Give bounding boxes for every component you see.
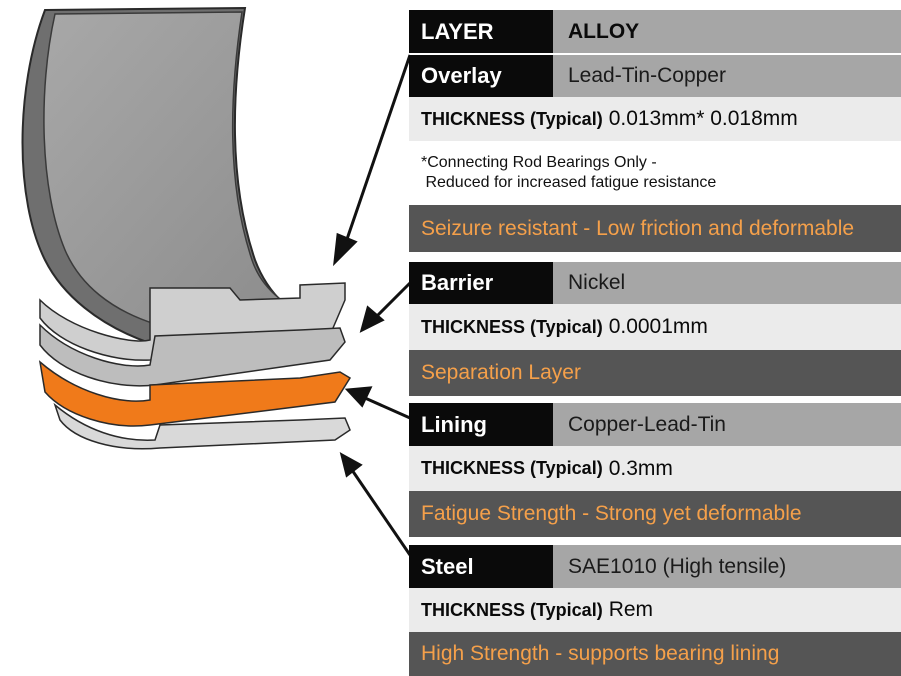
- alloy-column-header: ALLOY: [553, 10, 901, 53]
- section-divider: [409, 252, 901, 257]
- steel-name-row: Steel SAE1010 (High tensile): [409, 545, 901, 588]
- steel-description: High Strength - supports bearing lining: [409, 632, 901, 676]
- lining-thickness-label: THICKNESS (Typical): [421, 458, 603, 478]
- overlay-thickness-label: THICKNESS (Typical): [421, 108, 603, 129]
- barrier-name-row: Barrier Nickel: [409, 262, 901, 304]
- lining-layer-label: Lining: [409, 403, 553, 446]
- overlay-alloy-value: Lead-Tin-Copper: [553, 55, 901, 97]
- overlay-note: *Connecting Rod Bearings Only - Reduced …: [409, 141, 901, 205]
- overlay-description: Seizure resistant - Low friction and def…: [409, 205, 901, 252]
- barrier-thickness-value: 0.0001mm: [608, 315, 708, 338]
- lining-thickness-row: THICKNESS (Typical) 0.3mm: [409, 446, 901, 491]
- steel-thickness-row: THICKNESS (Typical) Rem: [409, 588, 901, 632]
- lining-layer-strip: [38, 360, 352, 427]
- barrier-alloy-value: Nickel: [553, 262, 901, 304]
- barrier-layer-label: Barrier: [409, 262, 553, 304]
- lining-name-row: Lining Copper-Lead-Tin: [409, 403, 901, 446]
- lining-arrowhead: [344, 386, 373, 408]
- barrier-pointer-arrow: [373, 281, 412, 320]
- layer-column-header: LAYER: [409, 10, 553, 53]
- overlay-name-row: Overlay Lead-Tin-Copper: [409, 55, 901, 97]
- overlay-layer-label: Overlay: [409, 55, 553, 97]
- lining-description: Fatigue Strength - Strong yet deformable: [409, 491, 901, 537]
- barrier-arrowhead: [359, 305, 385, 333]
- steel-layer-strip: [53, 402, 351, 450]
- overlay-arrowhead: [333, 232, 358, 267]
- lining-thickness-value: 0.3mm: [608, 456, 673, 480]
- lining-pointer-arrow: [364, 396, 411, 420]
- barrier-thickness-row: THICKNESS (Typical) 0.0001mm: [409, 304, 901, 350]
- barrier-layer-strip: [39, 323, 346, 387]
- steel-arrowhead: [339, 452, 363, 478]
- steel-layer-label: Steel: [409, 545, 553, 588]
- overlay-pointer-arrow: [343, 54, 412, 246]
- steel-pointer-arrow: [350, 469, 412, 556]
- overlay-thickness-row: THICKNESS (Typical) 0.013mm* 0.018mm: [409, 97, 901, 141]
- overlay-note-line-1: *Connecting Rod Bearings Only -: [421, 154, 657, 171]
- lining-alloy-value: Copper-Lead-Tin: [553, 403, 901, 446]
- steel-alloy-value: SAE1010 (High tensile): [553, 545, 901, 588]
- overlay-note-line-2: Reduced for increased fatigue resistance: [421, 174, 717, 191]
- barrier-description: Separation Layer: [409, 350, 901, 396]
- barrier-thickness-label: THICKNESS (Typical): [421, 316, 603, 337]
- table-header-row: LAYER ALLOY: [409, 10, 901, 53]
- overlay-thickness-value: 0.013mm* 0.018mm: [608, 107, 798, 130]
- steel-thickness-label: THICKNESS (Typical): [421, 599, 603, 620]
- steel-thickness-value: Rem: [608, 598, 654, 621]
